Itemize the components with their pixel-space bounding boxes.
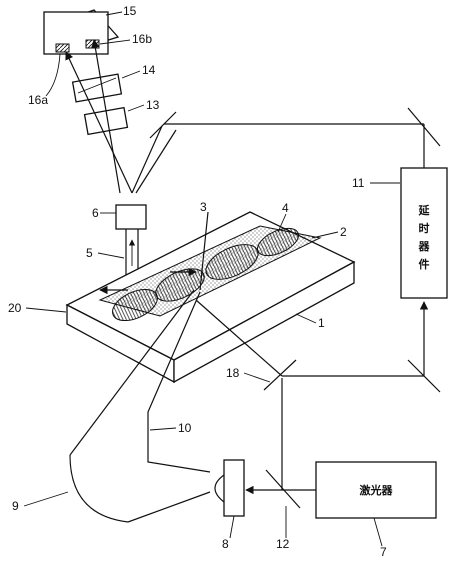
label-16a: 16a	[28, 93, 48, 107]
detector-8-body	[223, 459, 245, 517]
beam-splitter-14	[71, 73, 123, 103]
detector-8-lens	[214, 474, 225, 503]
label-2: 2	[340, 225, 347, 239]
reference-beam-right	[135, 129, 177, 194]
detector-6-body	[115, 204, 147, 230]
sample-side-face	[173, 260, 355, 384]
laser-7: 激光器	[315, 461, 437, 519]
label-10: 10	[178, 421, 192, 435]
reference-beam-left	[131, 125, 163, 194]
label-5: 5	[86, 246, 93, 260]
mirror-top-left	[149, 111, 177, 139]
crystal-beads	[112, 227, 299, 322]
label-8: 8	[222, 537, 229, 551]
label-16b: 16b	[132, 32, 152, 46]
label-18: 18	[226, 366, 240, 380]
sensor-16b	[85, 39, 100, 49]
laser-box	[315, 461, 437, 519]
label-6: 6	[92, 206, 99, 220]
label-7: 7	[380, 545, 387, 559]
delay-char-1: 延	[418, 203, 431, 217]
label-9: 9	[12, 499, 19, 513]
beam-splitter-12	[265, 469, 301, 509]
label-20: 20	[8, 301, 22, 315]
parabolic-mirror-9	[69, 454, 129, 523]
label-11: 11	[352, 176, 365, 190]
delay-char-4: 件	[419, 257, 430, 271]
label-12: 12	[276, 537, 290, 551]
fibre-10	[147, 291, 211, 473]
label-13: 13	[146, 98, 160, 112]
detector-8	[214, 459, 245, 517]
label-15: 15	[123, 4, 137, 18]
delay-element-11: 延 时 器 件	[400, 167, 448, 299]
sample-block	[65, 211, 356, 384]
collect-ray-1	[69, 289, 195, 456]
detector-15	[43, 9, 120, 58]
beam-to-16b	[91, 39, 121, 194]
delay-char-2: 时	[419, 221, 430, 235]
reference-labels: 15 16b 16a 14 13 11 6 3 4 2 5 20 1 18 10…	[8, 4, 400, 559]
pump-beam-to-sample	[195, 299, 283, 377]
beam-to-16a	[65, 51, 133, 194]
delay-char-3: 器	[418, 240, 431, 253]
laser-text: 激光器	[360, 483, 394, 497]
sensor-16a	[55, 43, 70, 53]
beam-3	[199, 211, 209, 291]
label-14: 14	[142, 63, 156, 77]
label-1: 1	[318, 316, 325, 330]
probe-detector-6	[115, 204, 147, 280]
label-4: 4	[282, 201, 289, 215]
delay-box	[400, 167, 448, 299]
collect-ray-2	[127, 491, 211, 523]
label-3: 3	[200, 200, 207, 214]
